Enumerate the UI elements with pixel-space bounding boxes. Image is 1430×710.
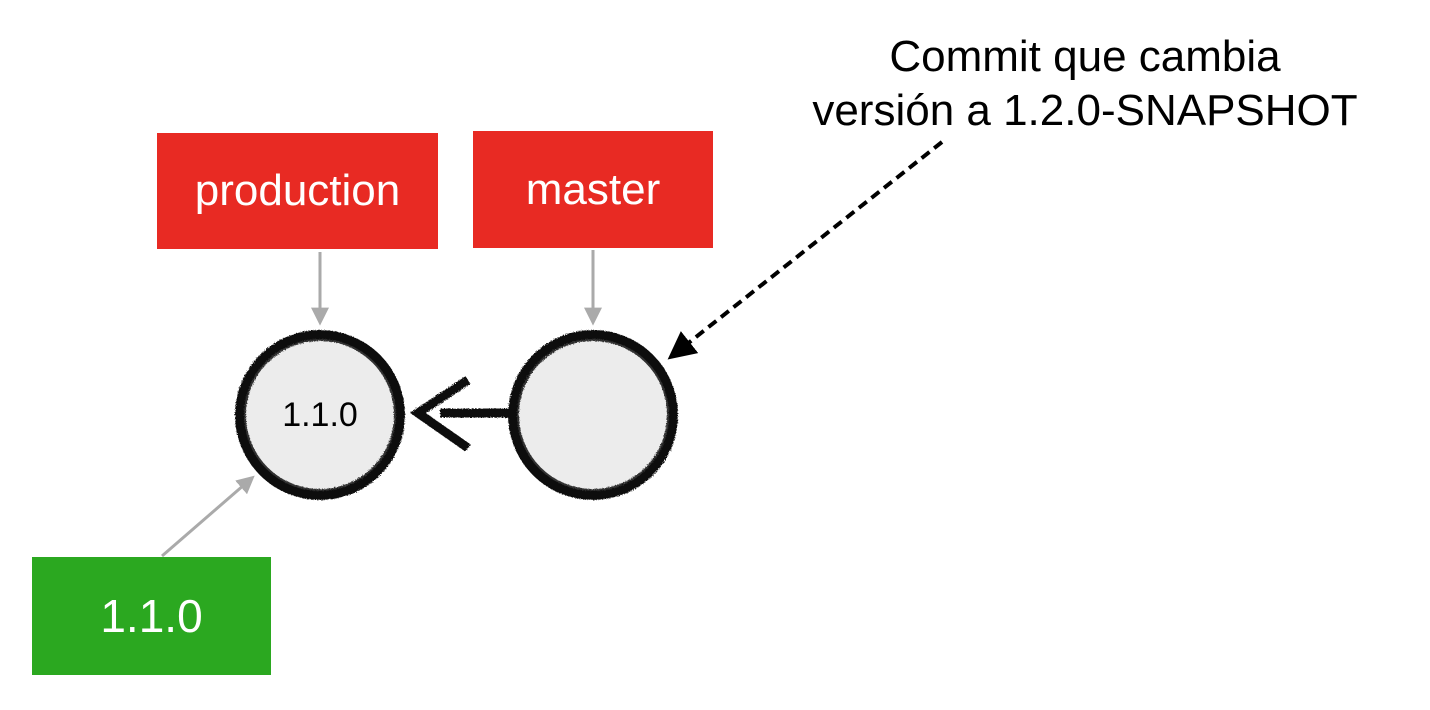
commit-1-version-text: 1.1.0 xyxy=(282,395,358,434)
annotation-line-1: Commit que cambia xyxy=(889,32,1281,81)
tag-pointer-arrow xyxy=(161,475,255,558)
commit-1-version-label: 1.1.0 xyxy=(250,385,390,445)
master-branch-text: master xyxy=(525,164,661,214)
commit-node-2 xyxy=(508,330,678,500)
version-tag-label: 1.1.0 xyxy=(32,557,271,675)
version-tag-text: 1.1.0 xyxy=(100,590,203,642)
parent-commit-arrow xyxy=(409,376,510,452)
production-branch-text: production xyxy=(194,166,401,215)
annotation-line-2: versión a 1.2.0-SNAPSHOT xyxy=(812,86,1358,135)
production-branch-label: production xyxy=(157,133,438,249)
annotation-arrow xyxy=(667,140,944,360)
commit-node-1 xyxy=(235,330,405,500)
master-branch-label: master xyxy=(473,131,713,248)
commit-annotation: Commit que cambia versión a 1.2.0-SNAPSH… xyxy=(770,30,1400,138)
